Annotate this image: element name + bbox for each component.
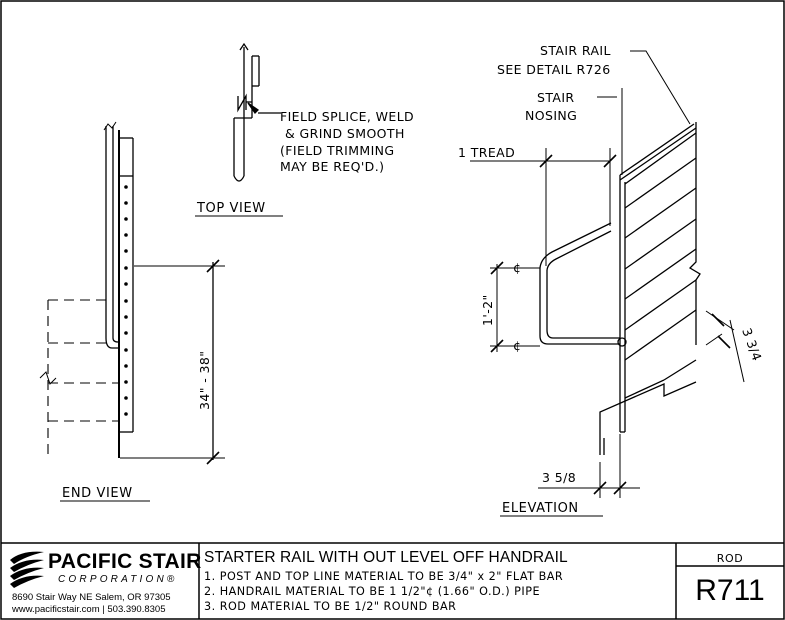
- company-web-phone: www.pacificstair.com | 503.390.8305: [12, 604, 166, 615]
- centerline-top: ¢: [513, 260, 521, 275]
- elevation-drawing: [470, 50, 745, 498]
- stair-rail-line-2: SEE DETAIL R726: [497, 62, 611, 77]
- note-1: 1. POST AND TOP LINE MATERIAL TO BE 3/4"…: [204, 570, 564, 583]
- corporation-text: CORPORATION: [58, 574, 167, 585]
- field-splice-line-4: MAY BE REQ'D.): [280, 159, 384, 174]
- rod-label: ROD: [716, 552, 744, 565]
- tread-dimension: 1 TREAD: [458, 145, 515, 160]
- stair-nosing-line-1: STAIR: [537, 90, 575, 105]
- offset-bottom-dimension: 3 5/8: [542, 470, 576, 485]
- drawing-title: STARTER RAIL WITH OUT LEVEL OFF HANDRAIL: [204, 549, 568, 566]
- company-name: PACIFIC STAIR: [48, 550, 202, 573]
- stair-nosing-line-2: NOSING: [525, 108, 577, 123]
- end-view-title: END VIEW: [62, 486, 133, 501]
- elevation-title: ELEVATION: [502, 501, 579, 516]
- end-view-drawing: [39, 121, 225, 465]
- centerline-bottom: ¢: [513, 338, 521, 353]
- company-logo-mark: [10, 551, 44, 588]
- title-block-frame: [1, 542, 784, 619]
- drawing-number: R711: [695, 574, 765, 607]
- company-corporation: CORPORATION®: [58, 574, 177, 585]
- company-address: 8690 Stair Way NE Salem, OR 97305: [12, 592, 171, 603]
- field-splice-line-2: & GRIND SMOOTH: [285, 126, 405, 141]
- note-2: 2. HANDRAIL MATERIAL TO BE 1 1/2"¢ (1.66…: [204, 585, 541, 598]
- height-dimension: 34" - 38": [197, 351, 212, 410]
- top-view-drawing: [233, 42, 281, 182]
- offset-top-dimension: 3 3/4: [739, 326, 765, 363]
- field-splice-line-3: (FIELD TRIMMING: [280, 143, 395, 158]
- registered-mark: ®: [166, 574, 178, 585]
- note-3: 3. ROD MATERIAL TO BE 1/2" ROUND BAR: [204, 600, 457, 613]
- field-splice-line-1: FIELD SPLICE, WELD: [280, 109, 414, 124]
- return-dimension: 1'-2": [480, 294, 495, 326]
- stair-rail-line-1: STAIR RAIL: [540, 43, 611, 58]
- top-view-title: TOP VIEW: [196, 201, 266, 216]
